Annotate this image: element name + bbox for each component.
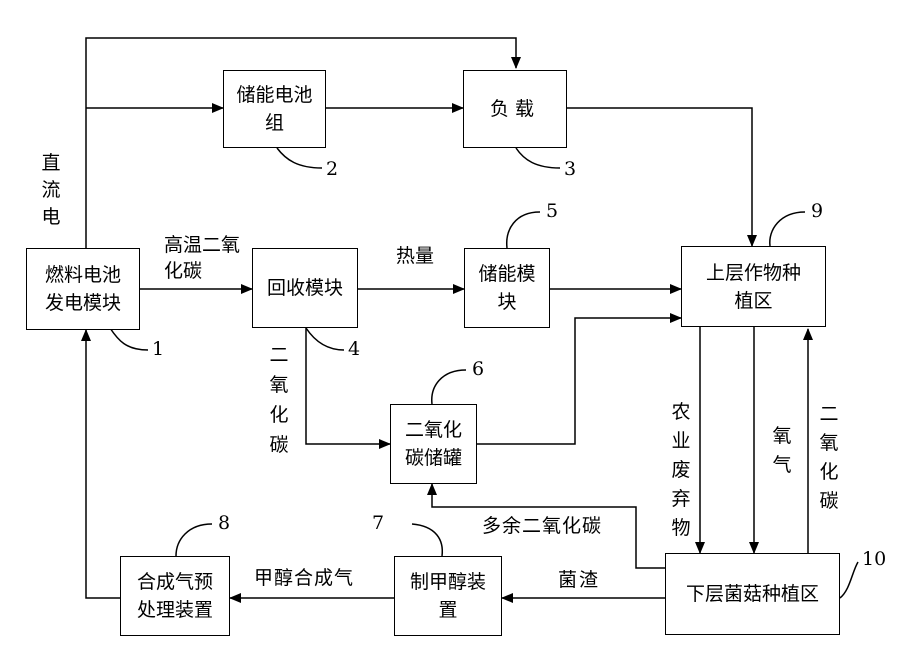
- arrow-syngas-to-fuel-cell: [86, 330, 120, 598]
- methanol-production-unit: 制甲醇装置: [394, 556, 502, 636]
- label-oxygen: 氧气: [771, 422, 793, 480]
- ref-number-5: 5: [546, 200, 558, 222]
- syngas-pretreatment-unit: 合成气预处理装置: [120, 556, 230, 636]
- leader-7: [412, 524, 442, 556]
- leader-5: [507, 212, 540, 248]
- co2-storage-tank: 二氧化碳储罐: [390, 404, 477, 484]
- ref-number-4: 4: [348, 338, 360, 360]
- leader-1: [110, 328, 148, 350]
- leader-4: [306, 328, 344, 350]
- ref-number-2: 2: [326, 158, 338, 180]
- ref-number-3: 3: [564, 158, 576, 180]
- label-co2-from-lower: 二氧化碳: [818, 400, 840, 516]
- label-heat: 热量: [396, 244, 434, 268]
- energy-storage-battery: 储能电池组: [223, 70, 326, 148]
- leader-3: [516, 148, 560, 168]
- arrow-co2-tank-to-upper-zone: [477, 318, 681, 444]
- leader-9: [770, 212, 805, 246]
- recovery-module: 回收模块: [252, 248, 358, 328]
- ref-number-1: 1: [152, 338, 164, 360]
- fuel-cell-power-module: 燃料电池发电模块: [26, 248, 140, 330]
- ref-number-7: 7: [372, 512, 384, 534]
- leader-10: [840, 562, 858, 598]
- ref-number-10: 10: [862, 548, 886, 570]
- label-agricultural-waste: 农业废弃物: [670, 398, 692, 543]
- leader-2: [277, 148, 322, 168]
- leader-8: [176, 524, 212, 556]
- label-high-temp-co2: 高温二氧化碳: [164, 232, 244, 284]
- leader-6: [432, 370, 466, 404]
- ref-number-9: 9: [811, 200, 823, 222]
- label-co2-from-recovery: 二氧化碳: [268, 340, 290, 460]
- label-methanol-syngas: 甲醇合成气: [254, 566, 354, 590]
- load-box: 负载: [463, 70, 567, 148]
- arrow-load-to-upper-zone: [567, 108, 752, 246]
- lower-mushroom-zone: 下层菌菇种植区: [665, 553, 840, 635]
- label-direct-current: 直流电: [40, 150, 62, 231]
- ref-number-8: 8: [218, 512, 230, 534]
- energy-storage-module: 储能模块: [464, 248, 550, 328]
- ref-number-6: 6: [472, 358, 484, 380]
- label-mushroom-residue: 菌渣: [558, 568, 600, 592]
- label-excess-co2: 多余二氧化碳: [482, 514, 602, 538]
- upper-crop-zone: 上层作物种植区: [681, 246, 826, 327]
